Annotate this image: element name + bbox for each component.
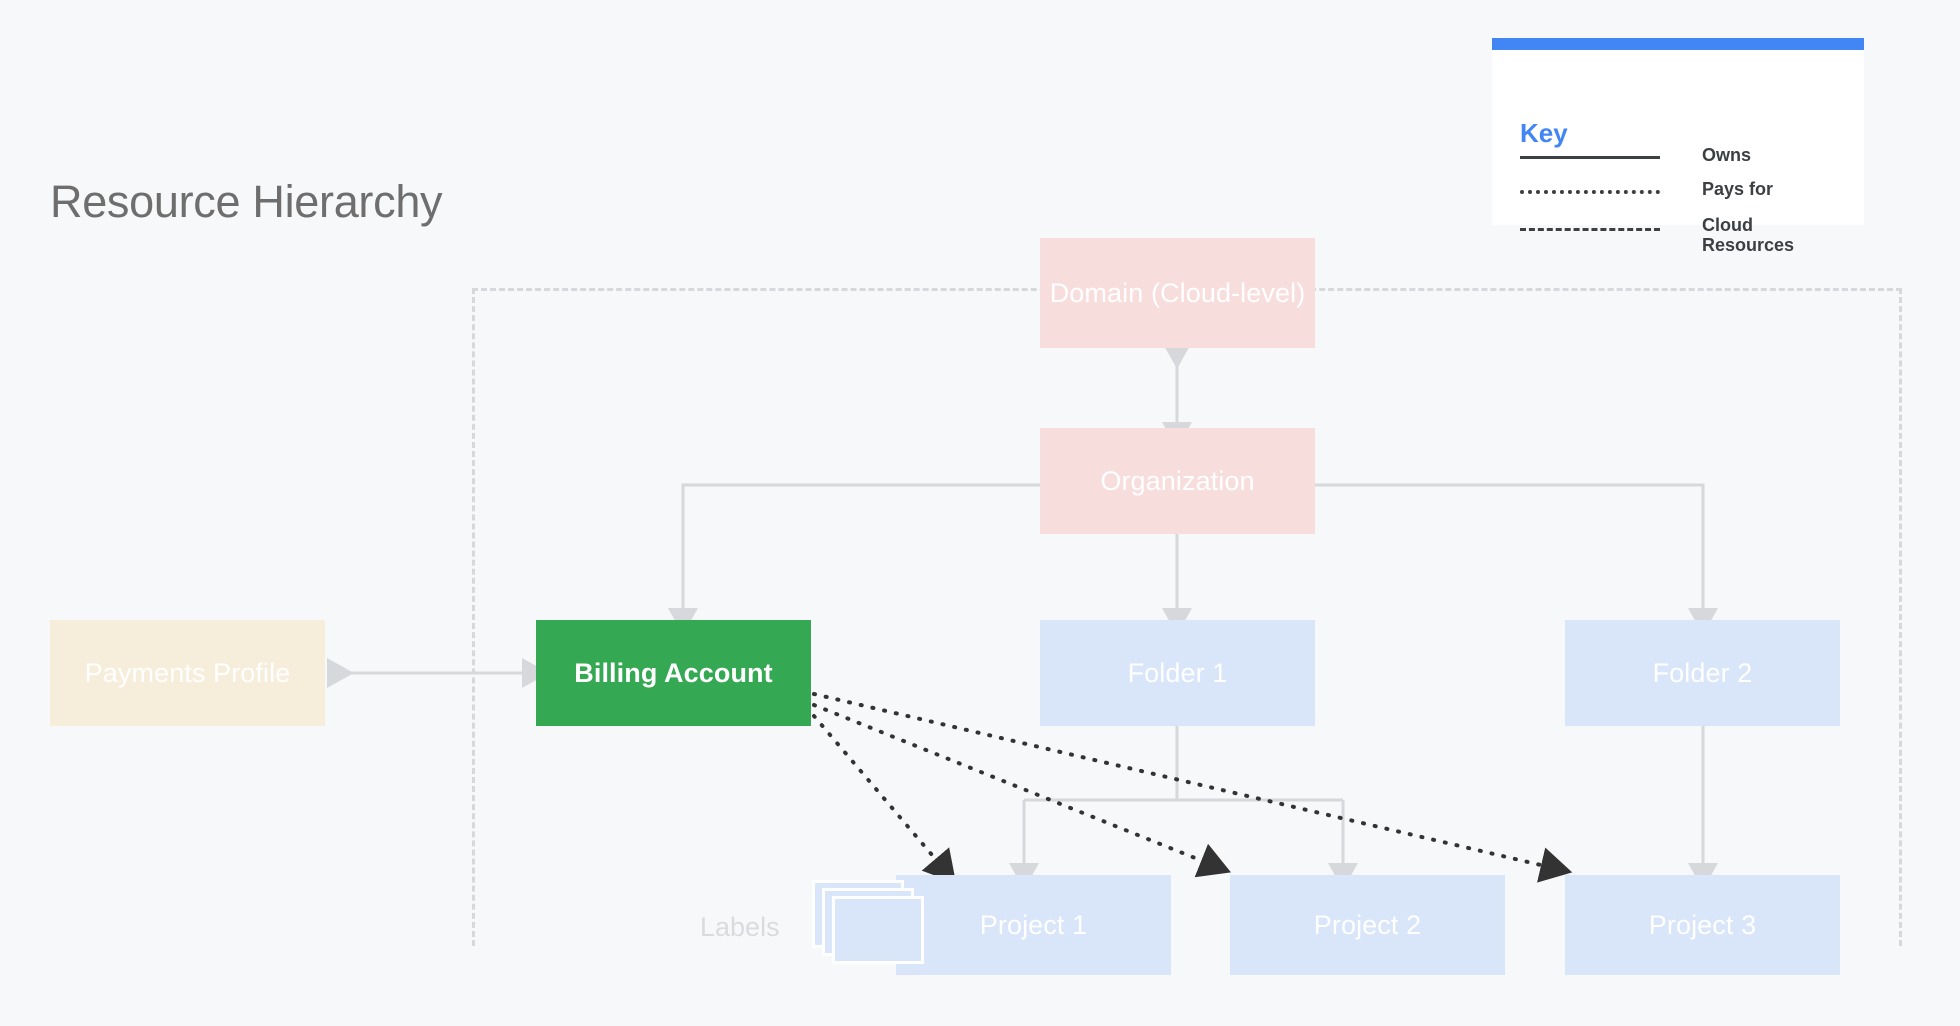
key-line-dotted-icon <box>1520 190 1660 194</box>
page-title: Resource Hierarchy <box>50 176 443 227</box>
key-label-cloud-resources: Cloud Resources <box>1702 215 1795 256</box>
node-organization-label: Organization <box>1100 465 1255 496</box>
node-project-2[interactable]: Project 2 <box>1230 875 1505 975</box>
key-line-dashed-icon <box>1520 228 1660 231</box>
key-accent-bar <box>1492 38 1864 50</box>
node-billing-account-label: Billing Account <box>574 657 773 688</box>
node-folder-1[interactable]: Folder 1 <box>1040 620 1315 726</box>
node-folder-2-label: Folder 2 <box>1652 657 1753 688</box>
key-line-solid-icon <box>1520 156 1660 159</box>
labels-caption: Labels <box>700 912 780 942</box>
key-legend: Key Owns Pays for Cloud Resources <box>1492 38 1864 255</box>
node-domain[interactable]: Domain (Cloud-level) <box>1040 238 1315 348</box>
node-project-2-label: Project 2 <box>1313 909 1422 940</box>
label-card-front <box>832 896 924 964</box>
node-domain-label: Domain (Cloud-level) <box>1049 277 1306 308</box>
node-organization[interactable]: Organization <box>1040 428 1315 534</box>
node-payments-profile-label: Payments Profile <box>84 657 291 688</box>
key-heading: Key <box>1520 118 1568 148</box>
node-project-3-label: Project 3 <box>1648 909 1757 940</box>
node-folder-2[interactable]: Folder 2 <box>1565 620 1840 726</box>
node-project-1[interactable]: Project 1 <box>896 875 1171 975</box>
node-project-1-label: Project 1 <box>979 909 1088 940</box>
node-payments-profile[interactable]: Payments Profile <box>50 620 325 726</box>
node-billing-account[interactable]: Billing Account <box>536 620 811 726</box>
node-project-3[interactable]: Project 3 <box>1565 875 1840 975</box>
node-folder-1-label: Folder 1 <box>1127 657 1228 688</box>
key-label-pays-for: Pays for <box>1702 179 1774 199</box>
labels-stack-icon <box>812 880 930 968</box>
key-label-owns: Owns <box>1702 145 1752 165</box>
cloud-resources-boundary <box>472 288 1902 946</box>
